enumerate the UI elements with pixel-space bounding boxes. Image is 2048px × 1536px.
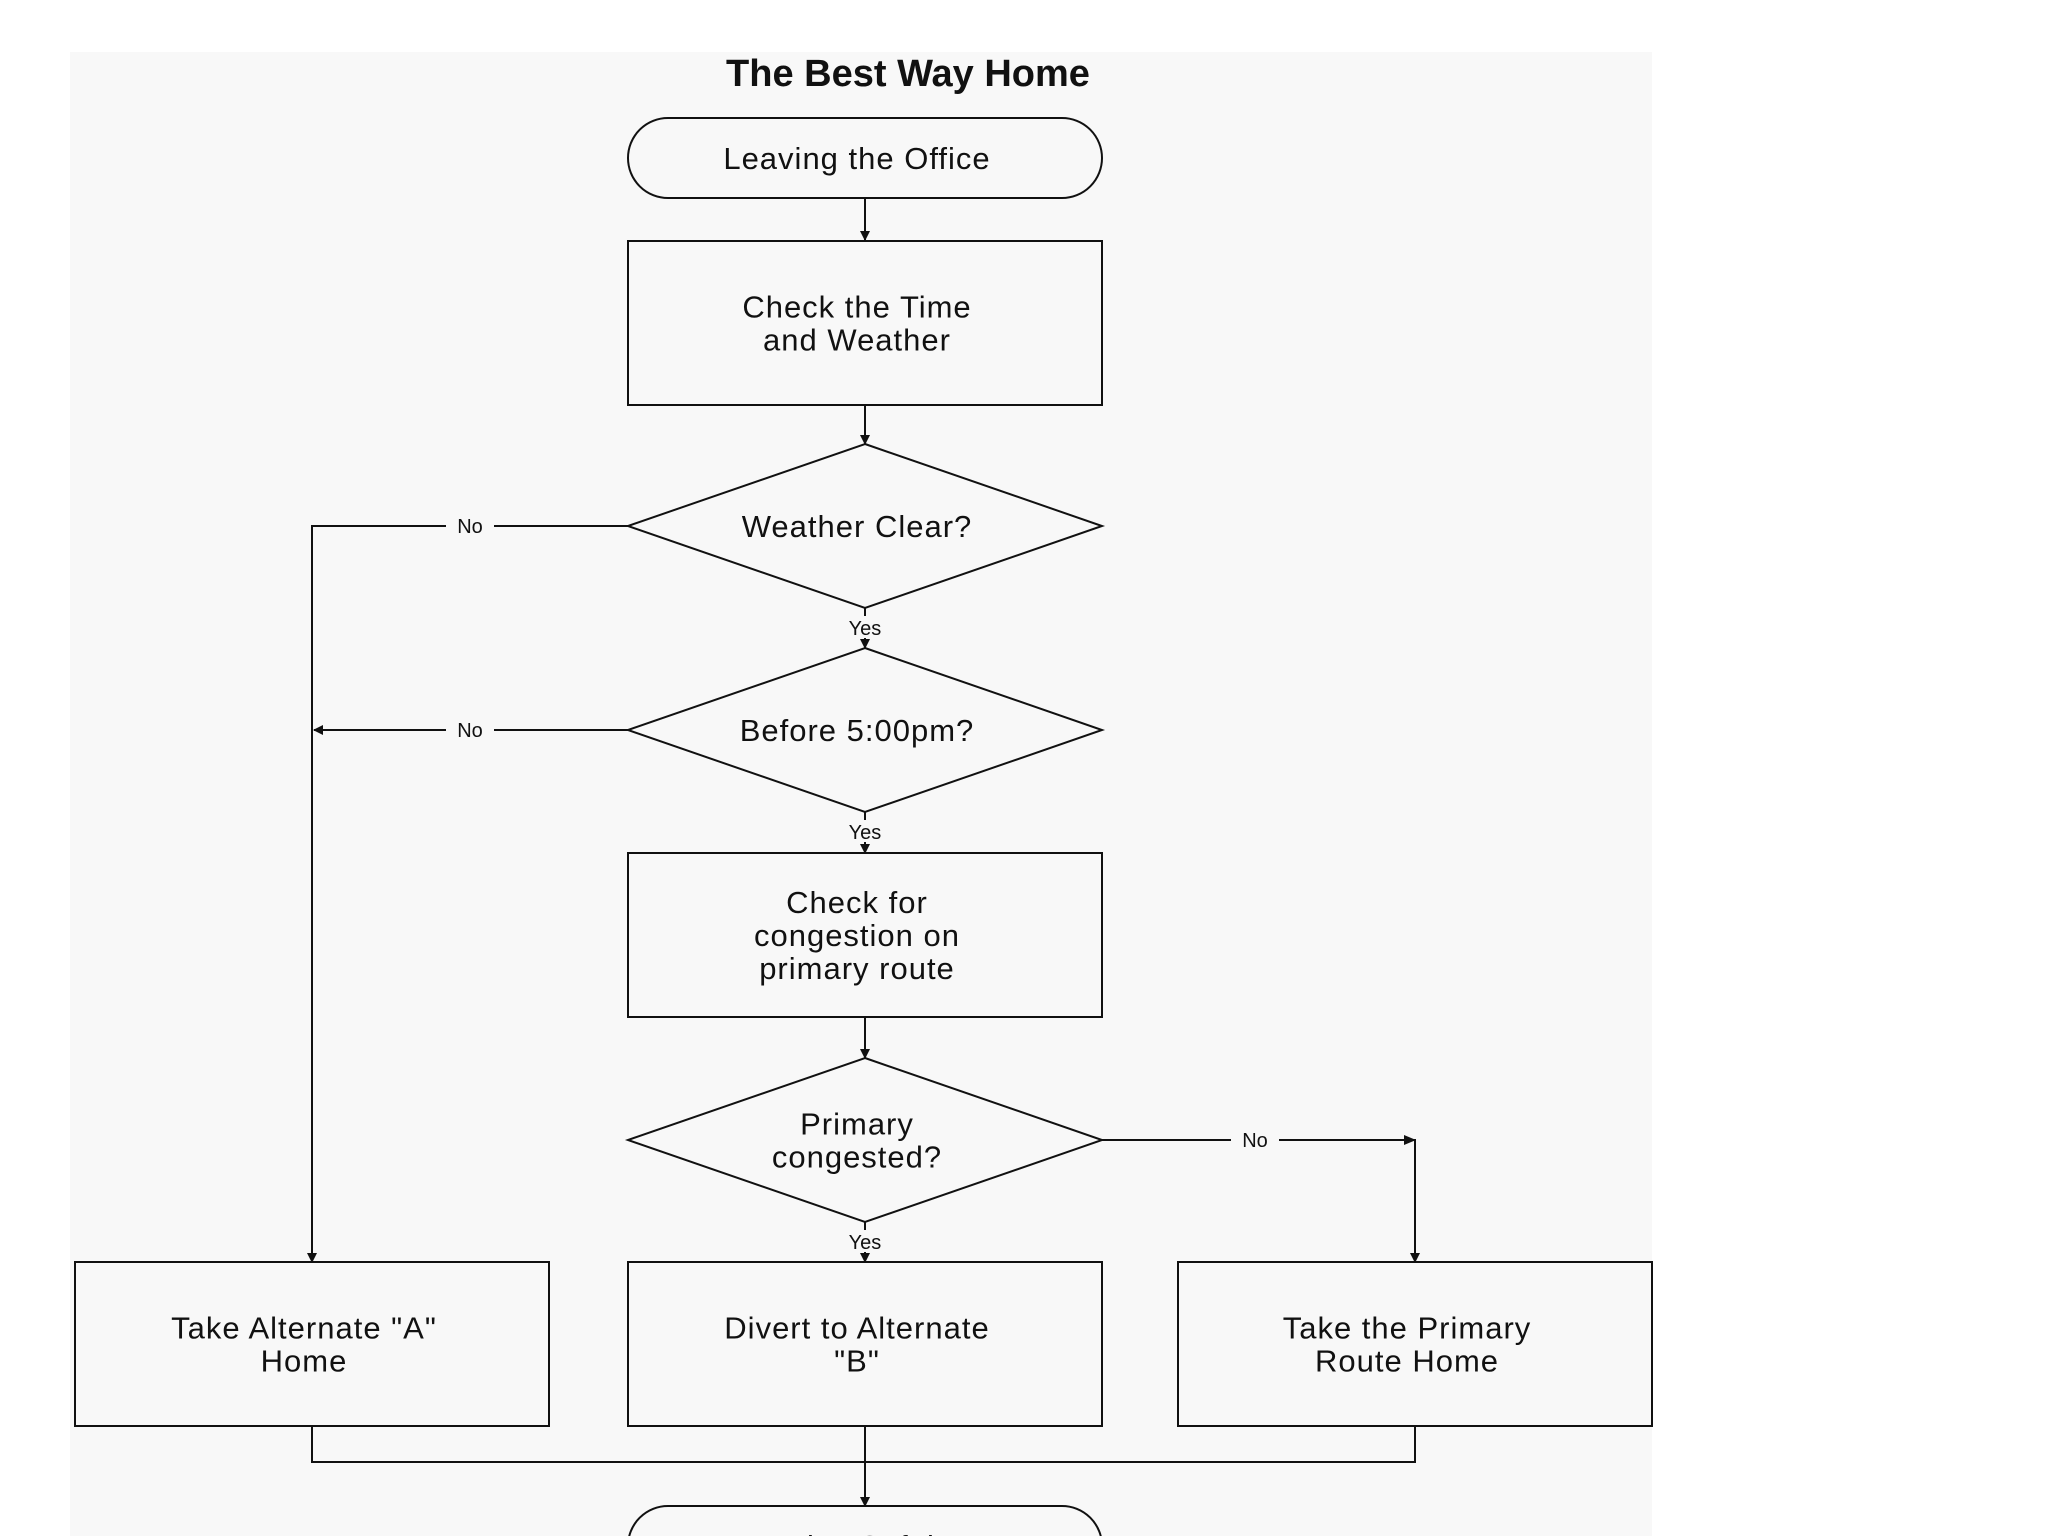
edge-label-background [841, 616, 889, 638]
edge-label: No [457, 516, 483, 538]
edge-label: Yes [849, 822, 882, 844]
node-alt-a: Take Alternate "A"Home [74, 1261, 550, 1427]
process-shape [1177, 1261, 1653, 1427]
node-label-line: Primary [800, 1107, 914, 1142]
node-label-line: congestion on [754, 918, 960, 953]
connector-line [311, 1426, 865, 1463]
diagram-title: The Best Way Home [726, 53, 1090, 95]
edge-before-5-to-alt-a: No [313, 718, 628, 742]
edge-before-5-to-check-congestion: Yes [841, 812, 889, 854]
node-label-line: Route Home [1315, 1344, 1499, 1379]
node-label-line: Leaving the Office [723, 141, 990, 176]
connector-line [865, 1426, 1416, 1463]
connector-line [307, 525, 628, 1263]
node-label-line: Weather Clear? [742, 509, 973, 544]
edge-label-background [446, 718, 494, 740]
node-label-line: primary route [759, 951, 955, 986]
edge-label-background [841, 1230, 889, 1252]
node-label-line: Arrive Safely [763, 1529, 952, 1536]
edge-primary-congested-to-alt-b: Yes [841, 1222, 889, 1263]
node-label-line: "B" [834, 1344, 880, 1379]
process-shape [627, 1261, 1103, 1427]
node-start: Leaving the Office [627, 117, 1103, 199]
edge-label: No [1242, 1130, 1268, 1152]
edge-label-background [446, 514, 494, 536]
node-label-line: Home [261, 1344, 348, 1379]
process-shape [627, 852, 1103, 1018]
node-label-line: Divert to Alternate [724, 1311, 989, 1346]
edge-label-background [841, 820, 889, 842]
node-before-5: Before 5:00pm? [624, 646, 1106, 814]
process-shape [74, 1261, 550, 1427]
node-weather-clear: Weather Clear? [624, 442, 1106, 610]
node-label-line: Check the Time [742, 290, 971, 325]
process-shape [627, 240, 1103, 406]
edge-label-background [1231, 1128, 1279, 1150]
node-label-line: and Weather [763, 323, 951, 358]
node-label-line: Take the Primary [1283, 1311, 1532, 1346]
edge-weather-clear-to-alt-a: No [307, 514, 628, 1263]
node-label-line: Take Alternate "A" [171, 1311, 437, 1346]
node-label-line: congested? [772, 1140, 942, 1175]
node-alt-b: Divert to Alternate"B" [627, 1261, 1103, 1427]
edge-primary-congested-to-primary-route: No [1102, 1128, 1420, 1263]
node-label-line: Before 5:00pm? [740, 713, 975, 748]
edge-label: No [457, 720, 483, 742]
edge-label: Yes [849, 618, 882, 640]
arrowhead [1404, 1135, 1416, 1145]
edge-alt-a-to-arrive [311, 1426, 865, 1463]
edge-label: Yes [849, 1232, 882, 1254]
node-label-line: Check for [786, 885, 928, 920]
edge-weather-clear-to-before-5: Yes [841, 608, 889, 649]
node-arrive: Arrive Safely [628, 1505, 1102, 1536]
edge-primary-route-to-arrive [865, 1426, 1416, 1463]
